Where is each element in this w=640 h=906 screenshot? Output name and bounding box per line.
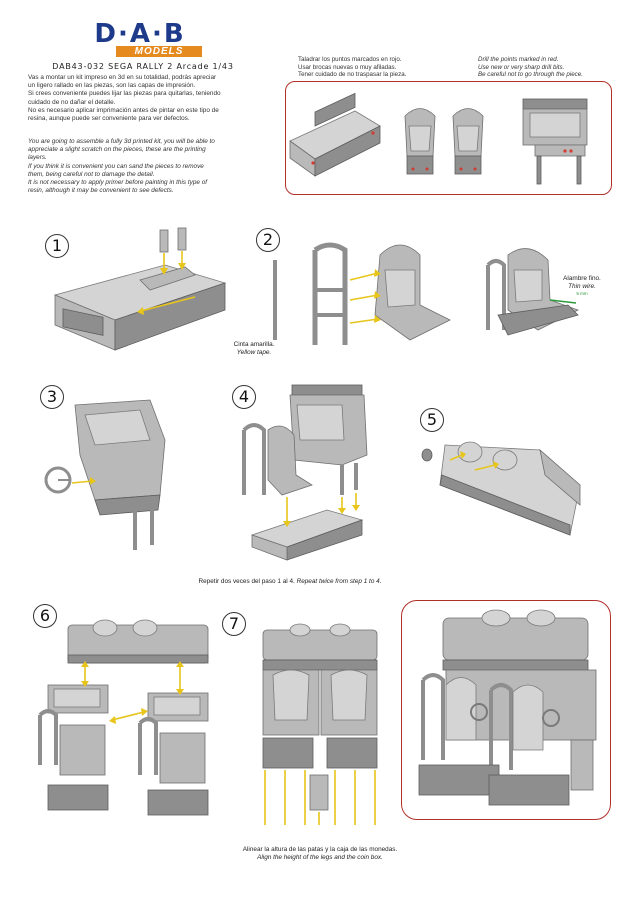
logo-sub: MODELS (116, 46, 202, 57)
drill-parts-box (285, 81, 612, 195)
intro-es-line: Si crees conveniente puedes lijar las pi… (28, 90, 221, 98)
cabinet-front (74, 399, 166, 550)
intro-en-line: layers. (28, 154, 47, 162)
intro-es-line: resina, aunque puede ser conveniente par… (28, 115, 190, 123)
step5-illustration (421, 441, 581, 536)
base-unit (53, 264, 227, 351)
thin-wire-note: Alambre fino. Thin wire. 5 mm (552, 275, 612, 298)
step2-assembled-seat (486, 248, 580, 336)
drill-en-line: Be careful not to go through the piece. (478, 71, 583, 79)
wire-label-es: Alambre fino. (563, 275, 601, 282)
intro-en-line: You are going to assemble a fully 3d pri… (28, 138, 215, 145)
left-unit (38, 684, 109, 811)
leg-boxes (262, 737, 378, 811)
drill-en-line: Use new or very sharp drill bits. (478, 63, 565, 71)
tape-label-es: Cinta amarilla. (233, 341, 275, 348)
final-seats (421, 673, 560, 770)
intro-en-line: It is not necessary to apply primer befo… (28, 179, 208, 187)
step4-illustration (242, 384, 368, 561)
logo-brand: D·A·B (94, 19, 186, 49)
step-number-6: 6 (33, 604, 57, 628)
drill-parts-illustration (289, 92, 588, 185)
intro-en-line: appreciate a slight scratch on the piece… (28, 146, 206, 154)
drill-es-line: Taladrar los puntos marcados en rojo. (298, 56, 402, 63)
intro-es-line: un ligero rallado en las piezas, son las… (28, 82, 196, 90)
drill-note-english: Drill the points marked in red. Use new … (478, 56, 628, 79)
align-en: Align the height of the legs and the coi… (257, 853, 383, 861)
step-number-4: 4 (232, 385, 256, 409)
cabinet-assembly (289, 384, 368, 495)
assembled-cabinets (262, 623, 378, 736)
racing-seat (374, 244, 451, 341)
drill-note-spanish: Taladrar los puntos marcados en rojo. Us… (298, 56, 468, 79)
step1-illustration (53, 227, 227, 351)
seat-part-1 (404, 108, 436, 175)
seat-assembly (242, 423, 313, 496)
intro-en-line: If you think it is convenient you can sa… (28, 162, 204, 170)
drill-en-line: Drill the points marked in red. (478, 56, 559, 63)
wire-label-en: Thin wire. (568, 282, 596, 290)
yellow-tape-note: Cinta amarilla. Yellow tape. (224, 341, 284, 356)
light-disc (421, 448, 433, 462)
right-unit (138, 692, 209, 816)
repeat-en: Repeat twice from step 1 to 4. (296, 578, 382, 585)
final-base (418, 739, 594, 806)
intro-spanish: Vas a montar un kit impreso en 3d en su … (28, 74, 278, 123)
seat-part-2 (452, 108, 484, 175)
step-number-3: 3 (40, 385, 64, 409)
base-assembly (250, 509, 364, 561)
step7-illustration (262, 623, 378, 825)
tape-label-en: Yellow tape. (236, 348, 272, 356)
repeat-es: Repetir dos veces del paso 1 al 4. (198, 578, 295, 585)
intro-es-line: Vas a montar un kit impreso en 3d en su … (28, 74, 217, 81)
product-title: DAB43-032 SEGA RALLY 2 Arcade 1/43 (52, 62, 234, 71)
legs (264, 770, 376, 825)
base-tray-part (289, 92, 381, 177)
pedal-parts (159, 227, 187, 253)
intro-en-line: resin, although it may be convenient to … (28, 187, 174, 195)
step-number-1: 1 (45, 234, 69, 258)
drill-es-line: Usar brocas nuevas o muy afiladas. (298, 63, 397, 71)
step-number-2: 2 (256, 228, 280, 252)
wire-size: 5 mm (576, 291, 588, 297)
intro-english: You are going to assemble a fully 3d pri… (28, 138, 278, 195)
cabinet-part (522, 98, 588, 185)
intro-es-line: cuidado de no dañar el detalle. (28, 98, 116, 106)
roll-cage (273, 242, 348, 345)
repeat-note: Repetir dos veces del paso 1 al 4. Repea… (130, 578, 450, 586)
roof-panel-step6 (67, 619, 209, 664)
align-note: Alinear la altura de las patas y la caja… (210, 846, 430, 861)
step-number-5: 5 (420, 408, 444, 432)
brand-logo: D·A·B MODELS (70, 19, 210, 57)
steering-wheel (44, 466, 72, 494)
intro-es-line: No es necesario aplicar imprimación ante… (28, 106, 219, 114)
step6-illustration (38, 619, 209, 816)
final-result-box (401, 600, 611, 820)
roof-panel (439, 441, 581, 536)
drill-es-line: Tener cuidado de no traspasar la pieza. (298, 71, 407, 79)
final-result-illustration (418, 609, 597, 806)
intro-en-line: them, being careful not to damage the de… (28, 170, 155, 178)
step-number-7: 7 (222, 612, 246, 636)
step3-illustration (44, 399, 166, 550)
step2-illustration (273, 242, 451, 345)
align-es: Alinear la altura de las patas y la caja… (242, 846, 398, 853)
